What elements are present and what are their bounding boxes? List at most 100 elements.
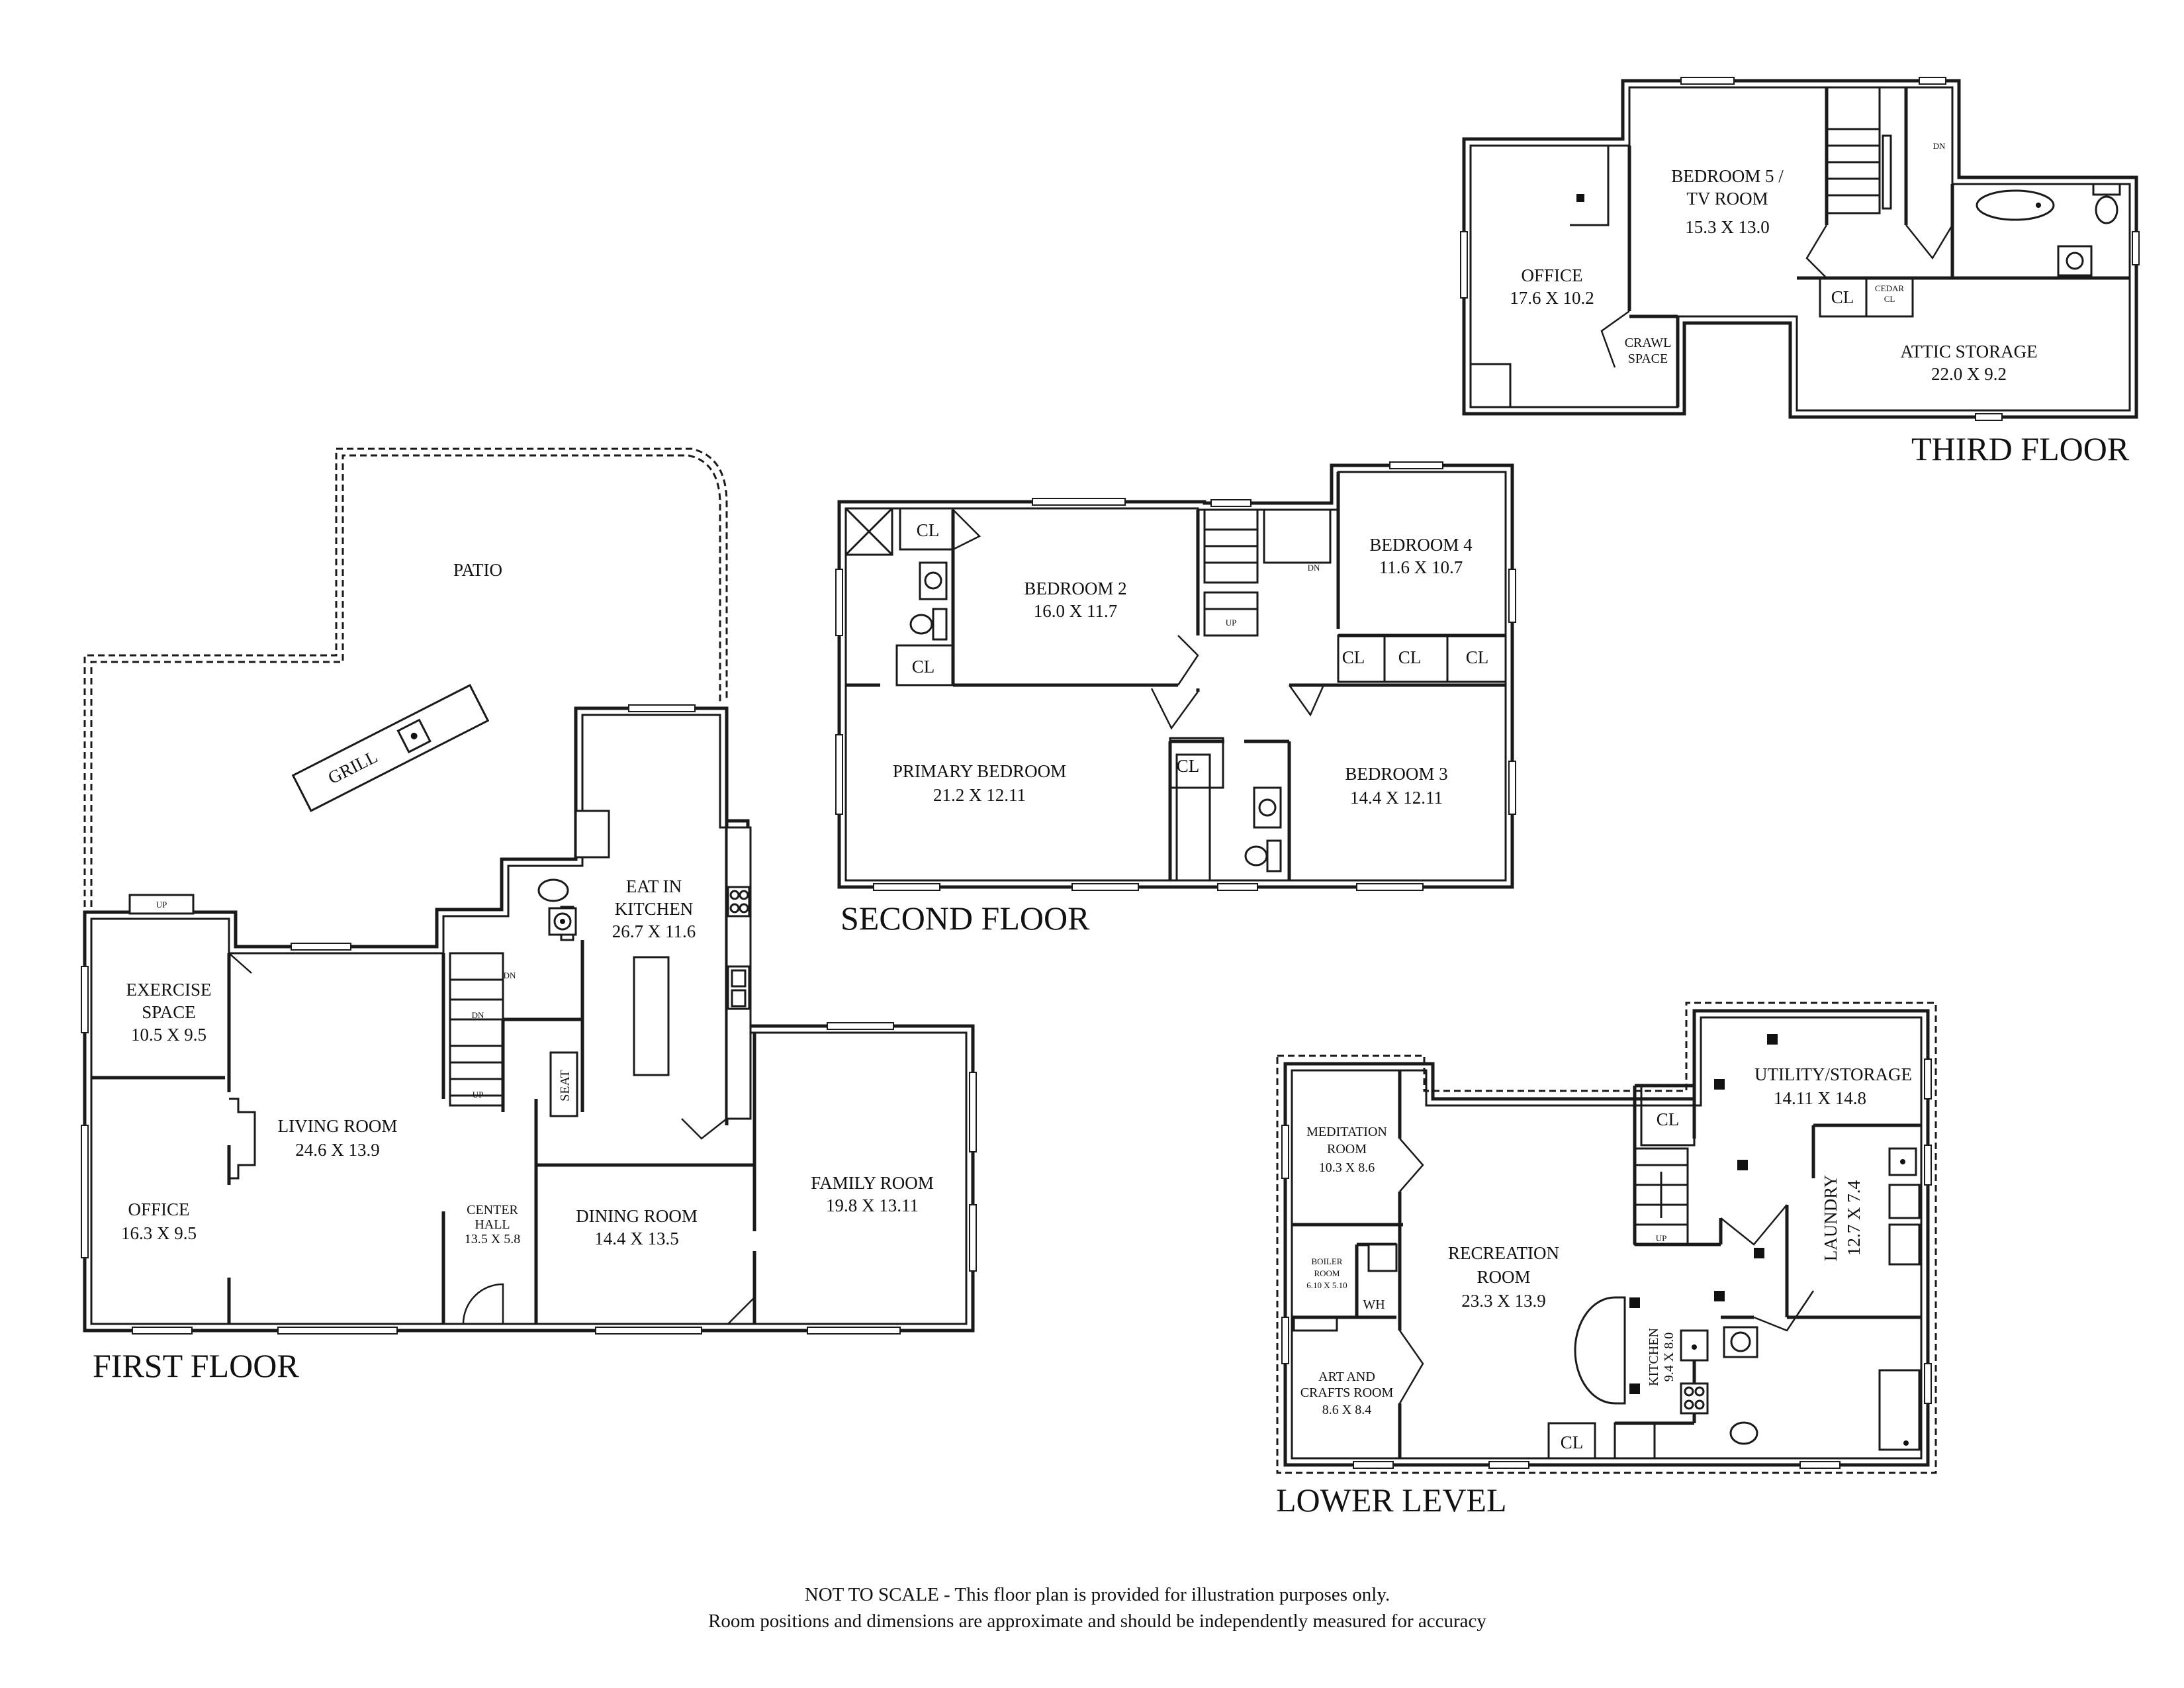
disclaimer-line-1: NOT TO SCALE - This floor plan is provid… [805,1584,1390,1605]
lower-level-stairs: UP [1633,1147,1689,1246]
primary-bedroom-dim: 21.2 X 12.11 [933,785,1026,805]
bedroom-4-dim: 11.6 X 10.7 [1379,557,1463,577]
closet-2 [895,644,954,686]
exercise-door[interactable] [228,953,252,974]
kitchen-label: KITCHEN [1647,1328,1661,1386]
front-door[interactable] [462,1283,504,1325]
third-bath-door[interactable] [1905,224,1954,260]
family-room-dim: 19.8 X 13.11 [826,1196,919,1215]
second-floor-stairs: DN UP [1203,508,1332,637]
center-hall-label-2: HALL [475,1217,510,1232]
first-floor-stairs: DN UP DN [449,952,516,1107]
toilet [537,878,569,902]
crawl-space-label-2: SPACE [1628,352,1668,366]
second-toilet-2 [1244,845,1268,867]
third-floor-plan: DN CL CEDAR CL OFFICE 17.6 X 10.2 BEDROO [1460,77,2140,467]
eat-in-kitchen-label-2: KITCHEN [615,899,693,919]
lower-closet-2-label: CL [1561,1432,1584,1452]
exercise-space-label-2: SPACE [142,1002,196,1022]
boiler-room-label: BOILER [1312,1256,1343,1266]
closet-6-label: CL [1177,756,1200,776]
crawl-space-door[interactable] [1600,310,1630,368]
laundry-dim: 12.7 X 7.4 [1844,1180,1864,1256]
bedroom-5-door[interactable] [1805,224,1828,279]
bedroom-5-label-2: TV ROOM [1686,189,1768,209]
primary-bedroom-label: PRIMARY BEDROOM [893,761,1066,781]
dining-room-label: DINING ROOM [576,1206,698,1226]
dn-stair-label: DN [472,1010,484,1020]
utility-door[interactable] [1720,1204,1788,1246]
living-room-label: LIVING ROOM [278,1116,398,1136]
eat-in-kitchen-dim: 26.7 X 11.6 [612,921,696,941]
lower-closet-1 [1640,1084,1696,1147]
lower-bath-door[interactable] [1753,1290,1815,1332]
primary-bedroom-door[interactable] [1150,688,1199,730]
closet-1-label: CL [917,520,940,540]
lower-closet-2 [1547,1422,1596,1460]
art-room-label-2: CRAFTS ROOM [1300,1385,1394,1400]
bedroom-4-label: BEDROOM 4 [1369,535,1473,555]
office-built-in [1570,144,1610,226]
second-floor-outer-wall [837,463,1514,889]
eat-in-kitchen-label: EAT IN [626,876,682,896]
boiler-room-dim: 6.10 X 5.10 [1306,1280,1347,1290]
seat-label: SEAT [558,1070,572,1102]
closet-6 [1169,737,1224,789]
second-up-label: UP [1226,618,1237,628]
water-heater [1367,1243,1398,1272]
family-room-label: FAMILY ROOM [811,1173,934,1193]
washer [1888,1184,1921,1219]
fireplace [229,1098,256,1180]
up-patio-label: UP [156,900,167,910]
third-office-label: OFFICE [1521,265,1582,285]
bedroom-2-door[interactable] [1177,635,1199,686]
closet-1-door[interactable] [952,509,981,551]
third-closet-label: CL [1831,287,1854,307]
dn-top-label: DN [504,970,516,980]
closet-5-label: CL [1466,647,1489,667]
first-floor-plan: DN UP DN UP SEAT [81,447,977,1384]
laundry-label: LAUNDRY [1821,1175,1841,1262]
living-room-dim: 24.6 X 13.9 [295,1140,380,1160]
patio-step [128,894,195,915]
recreation-room-dim: 23.3 X 13.9 [1461,1291,1546,1311]
office-label: OFFICE [128,1199,189,1219]
third-toilet [2095,195,2118,224]
second-floor-plan: DN UP CL CL CL CL CL CL [835,461,1516,937]
grill [291,684,490,812]
recreation-room-label: RECREATION [1448,1243,1559,1263]
art-room-door[interactable] [1398,1330,1424,1404]
meditation-room-dim: 10.3 X 8.6 [1319,1160,1375,1175]
patio-outline [83,447,728,907]
first-floor-outer-wall-inner [90,714,968,1325]
utility-storage-label: UTILITY/STORAGE [1754,1064,1912,1084]
bedroom-5-label: BEDROOM 5 / [1671,166,1784,186]
meditation-door[interactable] [1399,1138,1424,1192]
kitchen-door[interactable] [681,1118,727,1140]
up-stair-label: UP [473,1090,484,1100]
art-room-label: ART AND [1318,1370,1375,1384]
lower-up-label: UP [1656,1233,1667,1243]
recreation-room-label-2: ROOM [1477,1267,1530,1287]
lower-toilet [1729,1421,1758,1445]
wh-label: WH [1363,1297,1385,1312]
bedroom-3-door[interactable] [1288,684,1325,717]
lower-level-outline [1276,1002,1937,1474]
third-floor-stairs: DN [1825,86,1946,214]
exercise-space-label: EXERCISE [126,980,211,1000]
second-dn-label: DN [1308,563,1320,573]
cedar-closet [1865,277,1914,318]
second-floor-title: SECOND FLOOR [841,900,1090,937]
seat [549,1051,578,1117]
kitchenette-cooktop [1680,1382,1709,1415]
center-hall-label: CENTER [467,1203,518,1217]
lower-bathtub [1878,1369,1921,1451]
family-room-door[interactable] [727,1295,756,1325]
lower-closet-1-label: CL [1657,1109,1680,1129]
closet-2-label: CL [912,657,935,677]
dryer [1888,1223,1921,1266]
kitchen-dim: 9.4 X 8.0 [1662,1333,1676,1382]
third-floor-title: THIRD FLOOR [1911,430,2130,467]
cedar-cl-label-2: CL [1884,294,1895,304]
